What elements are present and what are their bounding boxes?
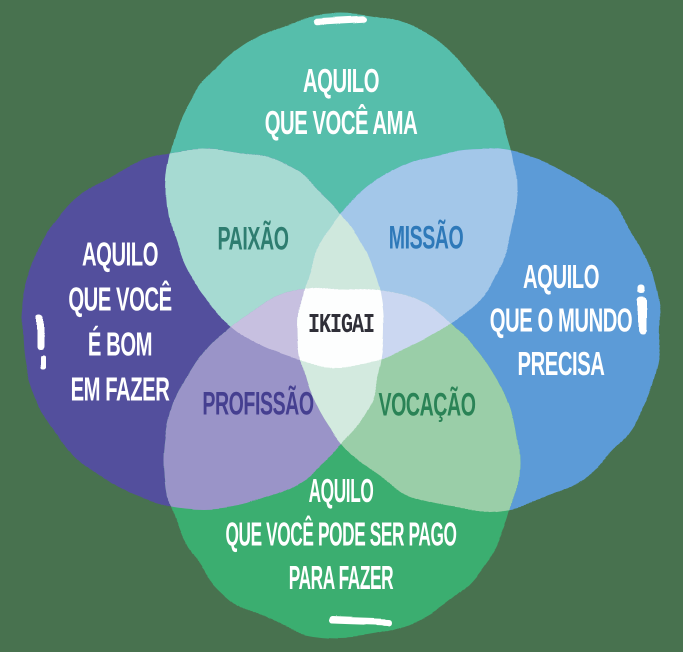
overlap-label-missao: MISSÃO (388, 219, 464, 256)
label-line: QUE VOCÊ PODE SER PAGO (225, 515, 457, 553)
label-line: AQUILO (308, 471, 374, 510)
overlap-label-vocacao: VOCAÇÃO (378, 386, 476, 423)
watercolor-mark (638, 299, 647, 337)
label-line: É BOM (87, 324, 153, 363)
circle-label-paid-for: AQUILO QUE VOCÊ PODE SER PAGO PARA FAZER (225, 469, 456, 600)
label-line: PARA FAZER (288, 558, 394, 597)
overlap-label-profissao: PROFISSÃO (202, 385, 314, 422)
label-line: AQUILO (81, 235, 159, 273)
watercolor-mark (639, 286, 646, 295)
label-line: EM FAZER (70, 369, 170, 408)
circle-label-good-at: AQUILO QUE VOCÊ É BOM EM FAZER (68, 232, 172, 412)
ikigai-label: IKIGAI (307, 310, 375, 342)
label-line: QUE VOCÊ AMA (264, 103, 418, 142)
watercolor-mark (329, 617, 392, 626)
label-line: QUE VOCÊ (68, 279, 172, 318)
overlap-label-paixao: PAIXÃO (217, 220, 289, 257)
label-line: PRECISA (517, 344, 605, 383)
watercolor-mark (39, 352, 44, 366)
watercolor-mark (36, 313, 43, 347)
label-line: QUE O MUNDO (489, 301, 633, 339)
circle-label-world-needs: AQUILO QUE O MUNDO PRECISA (489, 255, 633, 386)
label-line: AQUILO (302, 61, 380, 100)
circle-label-love: AQUILO QUE VOCÊ AMA (265, 60, 418, 144)
label-line: AQUILO (522, 257, 600, 296)
watercolor-mark (312, 17, 366, 27)
